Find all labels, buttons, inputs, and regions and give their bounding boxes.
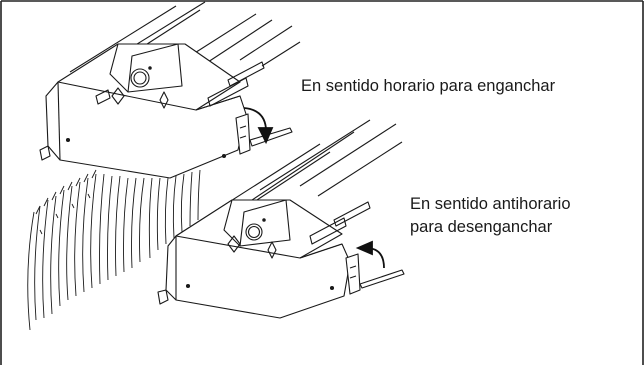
counterclockwise-arrow — [355, 240, 385, 269]
counterclockwise-instruction-line1: En sentido antihorario — [410, 195, 571, 213]
vertical-vanes — [27, 169, 201, 331]
clockwise-arrow — [243, 107, 274, 145]
upper-headrail — [39, 1, 301, 179]
counterclockwise-instruction-line2: para desenganchar — [410, 218, 553, 236]
lower-headrail — [157, 119, 405, 319]
clockwise-instruction: En sentido horario para enganchar — [301, 77, 556, 95]
